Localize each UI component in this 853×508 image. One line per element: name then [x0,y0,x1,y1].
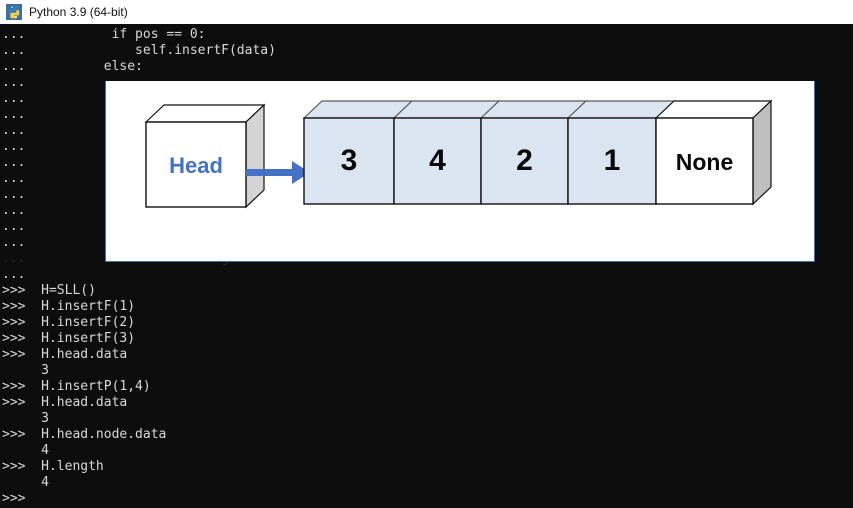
console-code-line-10: ... [2,187,25,203]
console-prompt: ... [2,155,26,170]
console-line-text: 4 [2,475,49,490]
console-prompt: ... [2,27,26,42]
console-prompt: ... [2,91,26,106]
console-prompt: >>> [2,331,26,346]
console-code-line-1: ... self.insertF(data) [2,43,276,59]
console-prompt: ... [2,251,26,266]
console-prompt: >>> [2,347,26,362]
console-repl-line-3: >>> H.insertF(3) [2,331,135,347]
console-repl-line-13: >>> [2,491,25,507]
console-line-text: H.insertP(1,4) [25,379,151,394]
console-line-text: H.head.data [25,395,128,410]
head-box-front-face [145,121,247,208]
node-4-front-face [655,117,754,205]
console-code-line-11: ... [2,203,25,219]
console-prompt: >>> [2,395,26,410]
console-line-text: 3 [2,411,49,426]
node-4-label: None [675,149,734,175]
console-line-text: H.head.node.data [25,427,167,442]
console-code-line-4: ... [2,91,25,107]
console-prompt: ... [2,187,26,202]
console-prompt: >>> [2,491,26,506]
console-prompt: >>> [2,299,26,314]
console-code-line-9: ... [2,171,25,187]
console-prompt: ... [2,203,26,218]
console-code-line-13: ... [2,235,25,251]
console-repl-line-10: 4 [2,443,49,459]
console-repl-line-11: >>> H.length [2,459,104,475]
console-repl-line-1: >>> H.insertF(1) [2,299,135,315]
console-line-text: H.insertF(1) [25,299,136,314]
node-4-top-face [654,100,773,119]
console-prompt: >>> [2,283,26,298]
console-prompt: ... [2,75,26,90]
console-prompt: ... [2,123,26,138]
node-3-label: 1 [603,144,621,177]
console-line-text: H=SLL() [25,283,96,298]
console-repl-line-7: >>> H.head.data [2,395,127,411]
console-repl-line-5: 3 [2,363,49,379]
node-1-front-face [393,117,482,205]
window-title: Python 3.9 (64-bit) [29,5,128,19]
node-0-label: 3 [340,144,358,177]
console-prompt: ... [2,219,26,234]
console-repl-line-0: >>> H=SLL() [2,283,96,299]
head-box-top-face [144,104,266,123]
console-line-text: else: [25,59,143,74]
console-repl-line-2: >>> H.insertF(2) [2,315,135,331]
window-titlebar: Python 3.9 (64-bit) [0,0,853,24]
diagram-overlay-panel: Head 3 4 2 1 None [105,81,815,262]
console-line-text: H.head.data [25,347,128,362]
console-repl-line-8: 3 [2,411,49,427]
console-line-text: H.insertF(2) [25,315,136,330]
console-line-text: 3 [2,363,49,378]
console-repl-line-4: >>> H.head.data [2,347,127,363]
console-repl-line-6: >>> H.insertP(1,4) [2,379,151,395]
console-line-text: 4 [2,443,49,458]
console-code-line-3: ... [2,75,25,91]
console-code-line-0: ... if pos == 0: [2,27,206,43]
console-code-line-2: ... else: [2,59,143,75]
console-prompt: >>> [2,427,26,442]
console-code-line-6: ... [2,123,25,139]
head-to-node-arrow [246,161,310,184]
singly-linked-list-diagram: Head 3 4 2 1 None [106,81,816,262]
console-line-text: self.insertF(data) [25,43,276,58]
console-prompt: >>> [2,315,26,330]
head-box-label: Head [169,153,223,178]
console-prompt: ... [2,171,26,186]
console-repl-line-9: >>> H.head.node.data [2,427,166,443]
node-1-label: 4 [429,144,446,177]
console-code-line-15: ... [2,267,25,283]
head-box-side-face [245,103,265,209]
node-0-front-face [303,117,395,205]
console-prompt: >>> [2,459,26,474]
console-code-line-8: ... [2,155,25,171]
node-2-label: 2 [516,144,533,177]
node-4-side-face [752,99,772,206]
console-prompt: ... [2,235,26,250]
node-3-front-face [567,117,657,205]
node-0-top-face [302,100,414,119]
console-code-line-7: ... [2,139,25,155]
console-code-line-12: ... [2,219,25,235]
console-code-line-5: ... [2,107,25,123]
console-line-text: H.length [25,459,104,474]
python-logo-icon [6,4,22,20]
console-prompt: ... [2,59,26,74]
console-prompt: ... [2,267,26,282]
node-2-front-face [480,117,569,205]
console-repl-line-12: 4 [2,475,49,491]
console-line-text: if pos == 0: [25,27,206,42]
console-prompt: ... [2,139,26,154]
console-prompt: ... [2,43,26,58]
console-prompt: ... [2,107,26,122]
console-prompt: >>> [2,379,26,394]
console-line-text: H.insertF(3) [25,331,136,346]
